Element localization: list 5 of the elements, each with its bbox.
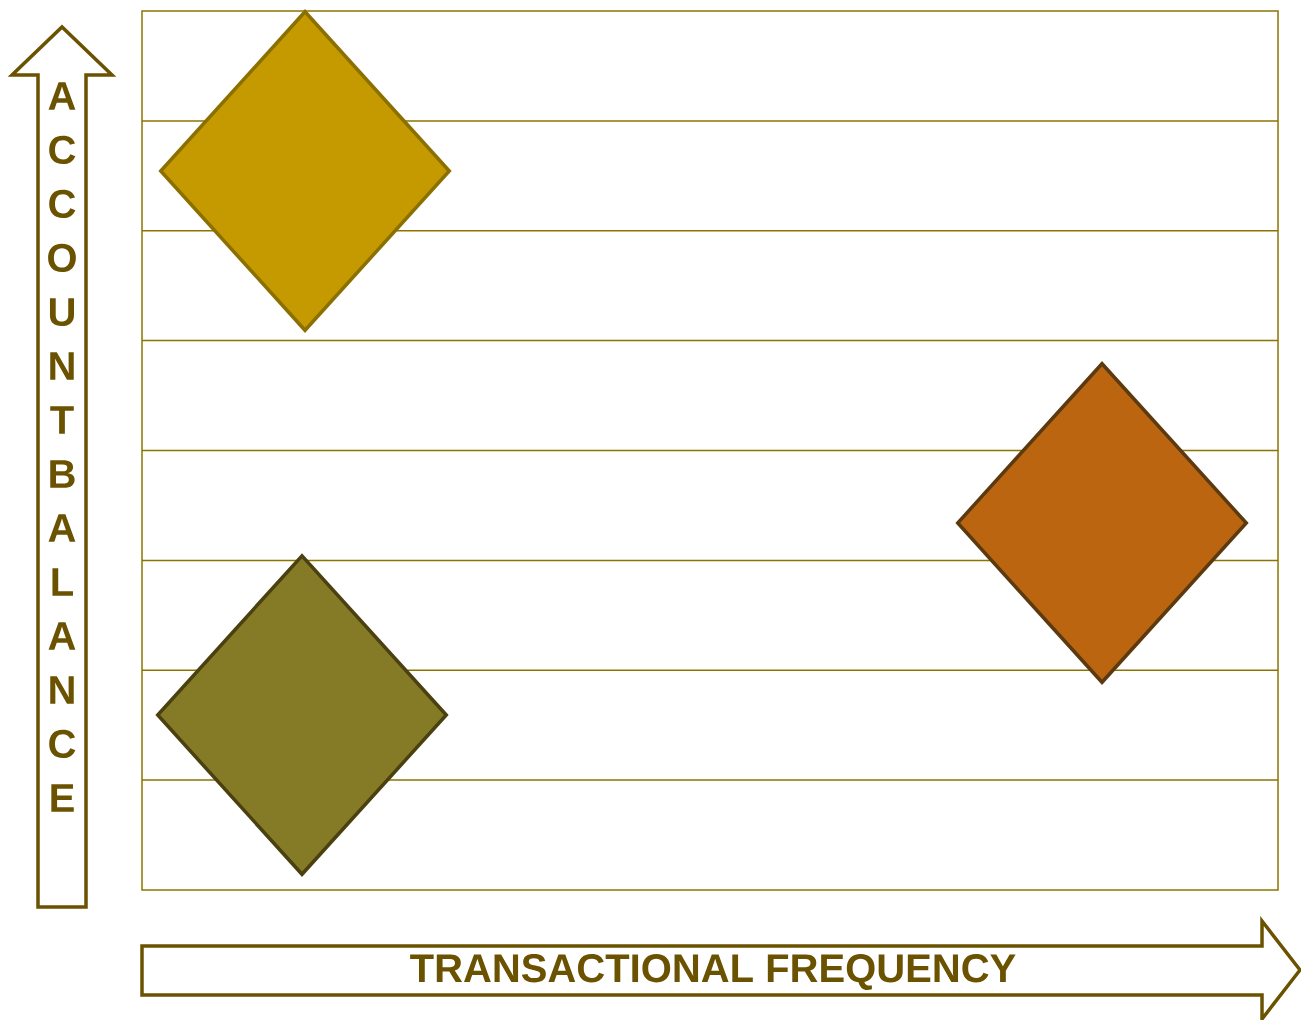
diamond [155, 553, 449, 877]
diamond [955, 361, 1249, 685]
axis-title: TRANSACTIONAL FREQUENCY [410, 954, 1016, 990]
axis-title: ACCOUNT BALANCE [48, 82, 76, 812]
diamond [158, 9, 452, 333]
